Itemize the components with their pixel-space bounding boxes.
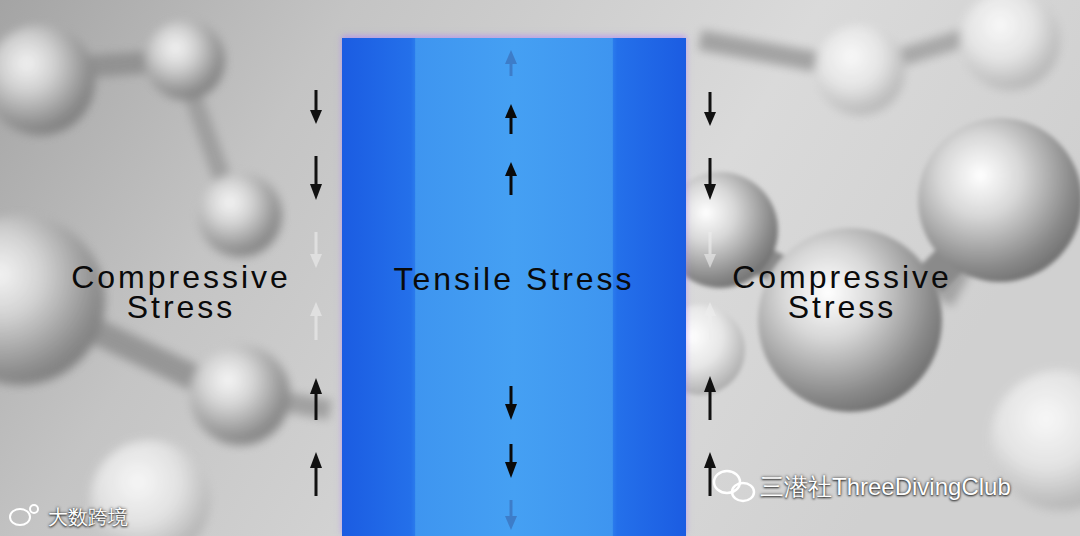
watermark: 大数跨境 [48,504,168,530]
wechat-icon [714,471,754,501]
stress-label: Tensile Stress [362,264,666,294]
tensile-bar: Tensile Stress [342,38,686,536]
weibo-icon [10,505,38,525]
left-arrows [310,90,322,496]
stress-label: Compressive Stress [51,262,311,322]
right-arrows [704,92,716,496]
watermark: 三潜社ThreeDivingClub [760,472,1070,502]
center-arrows [505,50,517,530]
stress-label: Compressive Stress [712,262,972,322]
